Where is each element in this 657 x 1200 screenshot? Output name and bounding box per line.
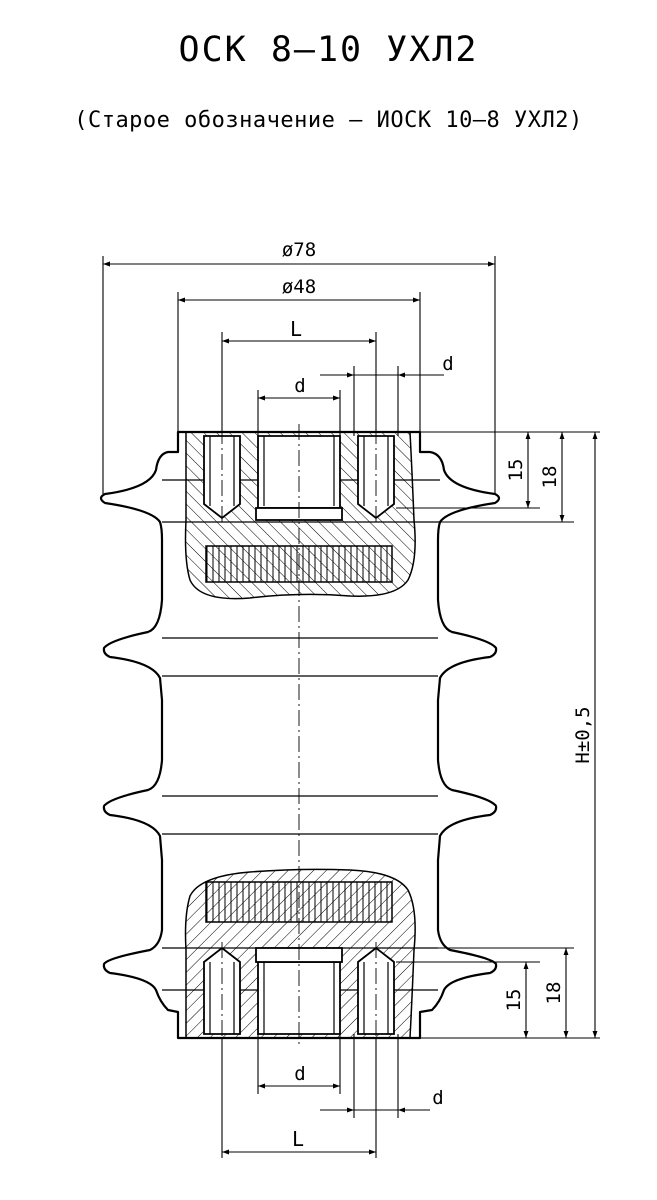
top-section-cutaway	[184, 431, 416, 600]
dim-bottom-15: 15	[503, 989, 525, 1012]
dim-height: H±0,5	[572, 706, 594, 763]
dim-outer-diameter: ø78	[282, 239, 316, 261]
drawing-subtitle: (Старое обозначение – ИОСК 10–8 УХЛ2)	[74, 108, 583, 133]
dim-bottom-L: L	[292, 1127, 304, 1151]
drawing-title: ОСК 8–10 УХЛ2	[178, 30, 479, 70]
dim-inner-diameter: ø48	[282, 276, 316, 298]
dim-top-d-side: d	[442, 353, 453, 375]
dim-top-15: 15	[505, 459, 527, 482]
dim-bottom-d-side: d	[432, 1087, 443, 1109]
dimension-lines	[102, 256, 600, 1158]
bottom-section-cutaway	[184, 868, 416, 1039]
dim-bottom-d-center: d	[294, 1063, 305, 1085]
center-lines	[221, 424, 377, 1046]
dim-top-d-center: d	[294, 375, 305, 397]
dim-bottom-18: 18	[543, 982, 565, 1005]
dim-top-L: L	[290, 317, 302, 341]
dim-top-18: 18	[539, 466, 561, 489]
